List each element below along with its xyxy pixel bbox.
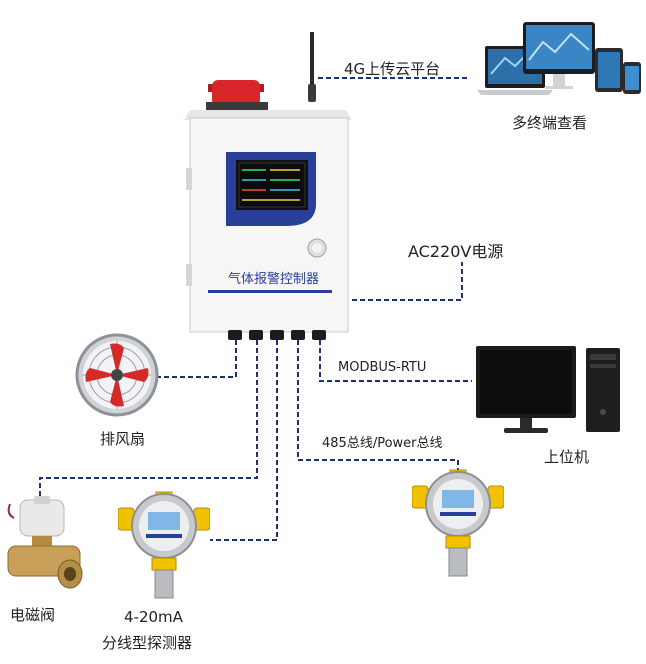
host-label: 上位机 [544, 448, 590, 466]
exhaust-fan [75, 333, 159, 417]
detector-name-label: 分线型探测器 [102, 634, 193, 652]
terminals-label: 多终端查看 [512, 114, 588, 132]
bus485-line [297, 340, 459, 478]
power-label: AC220V电源 [408, 242, 504, 261]
fan-line [155, 340, 237, 378]
power-line [352, 262, 463, 301]
controller-name-label: 气体报警控制器 [228, 272, 320, 287]
multi-terminal-devices [477, 22, 641, 95]
host-computer [476, 346, 620, 433]
gas-detector-4-20ma [118, 491, 210, 599]
gas-alarm-controller [184, 32, 352, 340]
fan-label: 排风扇 [100, 430, 146, 448]
modbus-line [319, 340, 472, 382]
modbus-label: MODBUS-RTU [338, 360, 427, 375]
detector-type-label: 4-20mA [124, 608, 183, 626]
cloud-label: 4G上传云平台 [344, 60, 441, 78]
valve-label: 电磁阀 [10, 606, 56, 624]
valve-line [39, 340, 258, 498]
solenoid-valve [7, 496, 83, 589]
gas-detector-bus [412, 469, 504, 577]
bus485-label: 485总线/Power总线 [322, 436, 443, 451]
detector-line [210, 340, 278, 541]
